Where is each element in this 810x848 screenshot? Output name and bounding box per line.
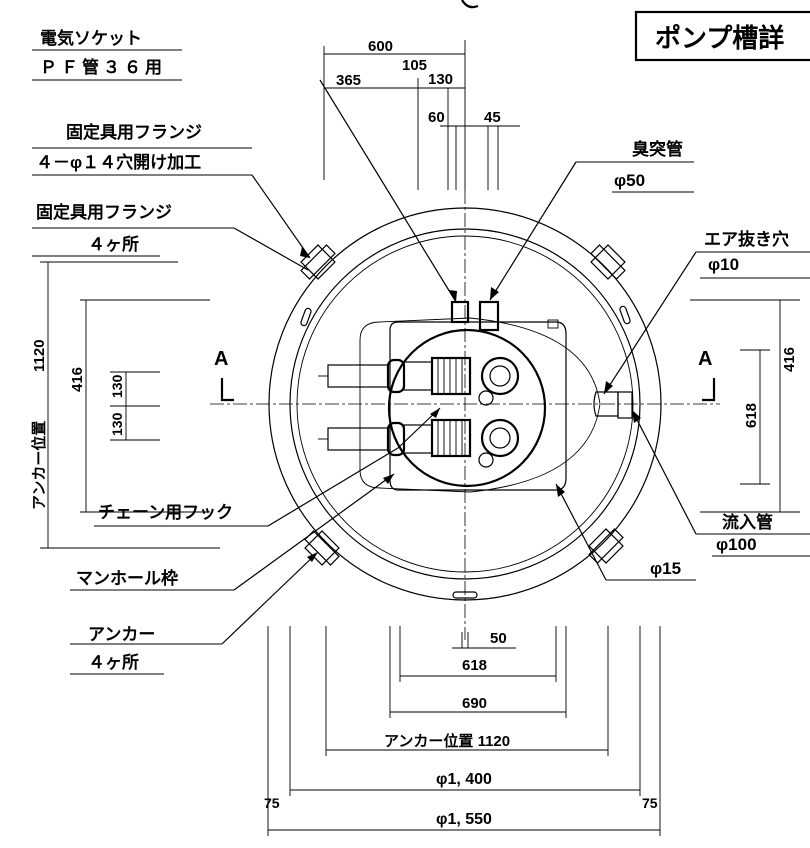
bottom-dimensions: 50 618 690 アンカー位置 1120 φ1, 400 φ1, 550 7…	[264, 626, 661, 836]
label-anchor-position-vertical: アンカー位置	[30, 421, 48, 510]
left-labels: 電気ソケット ＰＦ管３６用 固定具用フランジ ４－φ１４穴開け加工 固定具用フラ…	[32, 28, 457, 675]
title-frame	[634, 10, 810, 62]
slot-right	[619, 305, 631, 325]
label-vent-pipe: 臭突管	[632, 139, 683, 159]
label-inlet-pipe: 流入管	[722, 512, 773, 532]
center-lines	[210, 190, 720, 640]
pump-lower-motor	[430, 418, 472, 458]
flange-top-right	[590, 244, 626, 280]
dim-75-right: 75	[642, 795, 658, 811]
left-dimensions: アンカー位置 1120 416 130 130 A	[30, 261, 234, 549]
pump-assembly	[318, 300, 633, 468]
leader-flange-2	[233, 227, 309, 271]
dim-45: 45	[484, 109, 501, 126]
dim-365: 365	[336, 72, 361, 89]
air-vent-hole	[593, 391, 619, 417]
leader-flange-1	[251, 174, 311, 259]
label-inlet-pipe-diameter: φ100	[716, 535, 757, 554]
drawing-title: ポンプ槽詳	[655, 23, 784, 53]
discharge-pipe-upper	[327, 364, 389, 388]
pump-lower-casing	[480, 418, 520, 458]
vent-pipe-outlet	[478, 300, 500, 332]
leader-chain-hook	[267, 447, 399, 527]
dim-anchor-position-1120: アンカー位置 1120	[384, 732, 510, 750]
label-flange-2: 固定具用フランジ	[36, 202, 172, 222]
label-electric-socket: 電気ソケット	[40, 28, 142, 48]
dim-600: 600	[368, 38, 393, 55]
leader-air-hole	[603, 251, 697, 395]
dim-618: 618	[462, 657, 487, 674]
leader-inlet-pipe	[631, 409, 697, 535]
dim-130-b: 130	[109, 412, 125, 436]
section-mark-right: A	[698, 348, 712, 370]
inlet-pipe-flange	[617, 391, 633, 419]
pump-upper-motor	[430, 356, 472, 396]
flange-top-left	[300, 244, 336, 280]
dim-50: 50	[490, 630, 507, 647]
section-arrow-left	[220, 378, 234, 402]
pump-basin-circle	[387, 328, 547, 488]
section-arrow-right	[702, 378, 716, 402]
top-dimensions: 600 365 105 130 60 45	[323, 38, 520, 190]
label-vent-pipe-diameter: φ50	[614, 171, 645, 190]
section-mark-left: A	[214, 348, 228, 370]
dim-618-right: 618	[743, 403, 760, 428]
dim-105: 105	[402, 57, 427, 74]
leader-socket	[319, 79, 457, 303]
dim-1120-vertical: 1120	[31, 339, 48, 372]
dim-416-right: 416	[781, 347, 798, 372]
label-air-hole-diameter: φ10	[708, 255, 739, 274]
title-block: ポンプ槽詳	[461, 0, 810, 62]
leader-phi15	[555, 483, 607, 581]
label-pf-pipe: ＰＦ管３６用	[40, 57, 166, 77]
right-labels: 臭突管 φ50 エア抜き穴 φ10 416 618 A 流入管 φ100 φ	[489, 139, 810, 581]
electric-socket	[450, 300, 470, 324]
dim-416-left: 416	[69, 367, 86, 392]
pump-upper-casing	[480, 356, 520, 396]
label-flange-1: 固定具用フランジ	[66, 122, 202, 142]
label-anchor-count: ４ヶ所	[88, 653, 139, 672]
slot-left	[300, 307, 312, 327]
flange-bottom-right	[588, 528, 624, 564]
label-chain-hook: チェーン用フック	[98, 503, 233, 522]
leader-anchor	[221, 551, 319, 645]
label-manhole-frame: マンホール枠	[76, 569, 178, 588]
dim-75-left: 75	[264, 795, 280, 811]
inner-bowl	[359, 317, 601, 493]
label-phi15: φ15	[650, 559, 681, 578]
discharge-pipe-lower	[327, 427, 389, 451]
dim-690: 690	[462, 695, 487, 712]
dim-phi1400: φ1, 400	[436, 771, 492, 788]
dim-130-top: 130	[428, 71, 453, 88]
dim-phi1550: φ1, 550	[436, 811, 492, 828]
title-fragment-mark	[461, 0, 479, 9]
dim-130-a: 130	[109, 374, 125, 398]
pump-frame	[389, 321, 567, 491]
label-anchor: アンカー	[88, 625, 155, 644]
leader-manhole-frame	[233, 473, 395, 591]
leader-vent-pipe	[489, 161, 577, 301]
label-air-hole: エア抜き穴	[704, 229, 789, 249]
label-flange-holes: ４－φ１４穴開け加工	[36, 152, 201, 172]
dim-60: 60	[428, 109, 445, 126]
label-flange-2-count: ４ヶ所	[88, 235, 139, 254]
fixing-flanges	[300, 244, 626, 566]
